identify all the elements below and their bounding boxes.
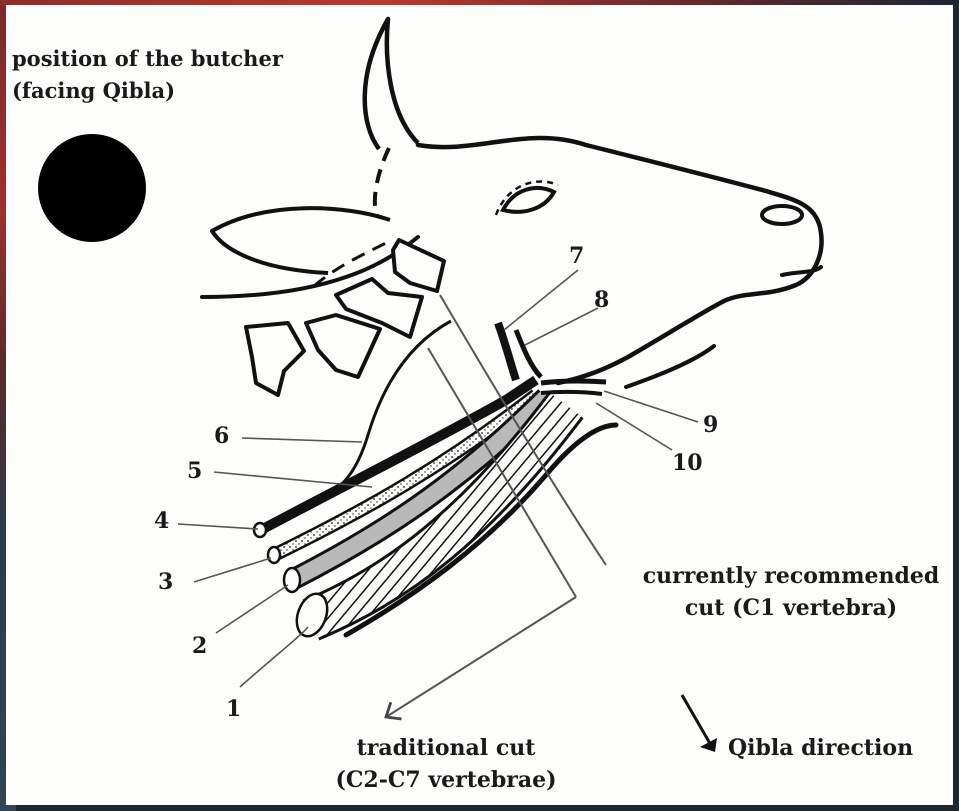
label-8: 8	[594, 289, 609, 311]
label-4: 4	[154, 510, 169, 532]
traditional-cut-line-b	[386, 597, 576, 717]
label-5: 5	[187, 460, 202, 482]
horn-shape	[365, 19, 418, 149]
neck-top-line	[202, 237, 418, 297]
label-7: 7	[569, 245, 584, 267]
head-outline	[418, 138, 822, 383]
qibla-direction-label: Qibla direction	[728, 737, 913, 759]
traditional-cut-line-1: traditional cut	[311, 732, 581, 764]
butcher-line-2: (facing Qibla)	[12, 75, 283, 107]
traditional-cut-line-2: (C2-C7 vertebrae)	[311, 764, 581, 796]
vertebra-c3-bone	[306, 315, 380, 377]
anatomy-diagram	[6, 5, 953, 805]
label-9: 9	[703, 414, 718, 436]
label-10: 10	[672, 452, 703, 474]
butcher-position-title: position of the butcher (facing Qibla)	[12, 43, 283, 107]
diagram-panel: position of the butcher (facing Qibla) 1…	[6, 5, 953, 805]
structure-7-vessel	[498, 323, 516, 380]
label-2: 2	[192, 635, 207, 657]
vessel-4-end	[254, 523, 266, 537]
butcher-position-marker	[38, 134, 146, 242]
horn-base-dashed	[375, 148, 389, 217]
qibla-arrow-icon	[682, 695, 717, 752]
vertebra-c4-bone	[246, 323, 304, 395]
current-cut-line-1: currently recommended	[631, 560, 951, 592]
label-1: 1	[226, 698, 241, 720]
nostril-shape	[762, 206, 802, 224]
structure-10-line	[541, 392, 602, 394]
mouth-line	[782, 267, 821, 275]
vessel-3-end	[268, 547, 280, 563]
label-6: 6	[214, 425, 229, 447]
structure-8-vessel	[516, 330, 541, 377]
vessel-2-end	[284, 568, 300, 592]
structure-9-line	[541, 381, 606, 383]
current-cut-caption: currently recommended cut (C1 vertebra)	[631, 560, 951, 624]
traditional-cut-caption: traditional cut (C2-C7 vertebrae)	[311, 732, 581, 796]
butcher-line-1: position of the butcher	[12, 43, 283, 75]
label-3: 3	[158, 571, 173, 593]
ear-shape	[212, 208, 390, 273]
current-cut-line-2: cut (C1 vertebra)	[631, 592, 951, 624]
vertebra-c1-bone	[393, 240, 444, 291]
